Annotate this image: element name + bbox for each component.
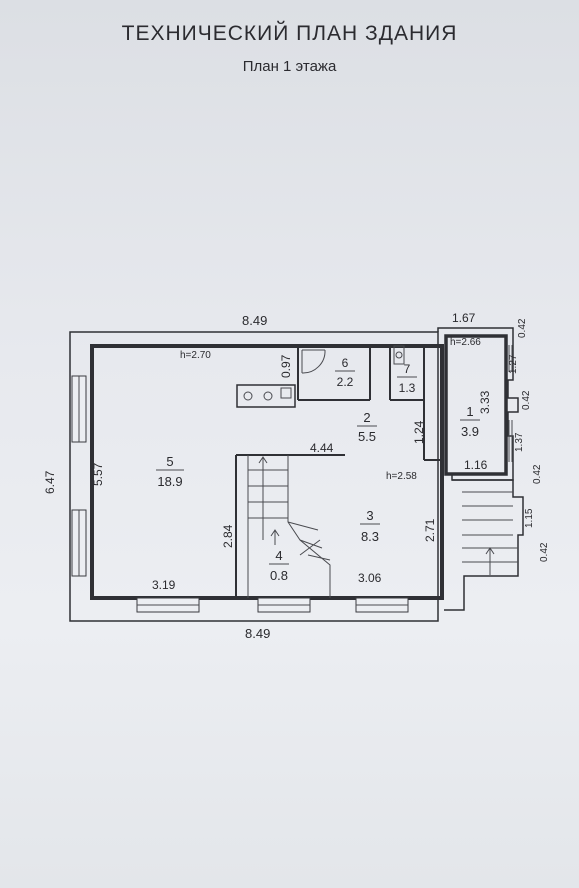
dim-corridor-right: 1.24 xyxy=(412,420,426,444)
room-4: 4 0.8 xyxy=(269,548,289,583)
wc-fixture-bowl xyxy=(395,351,403,359)
outer-wall xyxy=(69,331,439,622)
svg-text:1.3: 1.3 xyxy=(399,381,416,395)
stair-arrow xyxy=(299,539,321,556)
sink-fixture xyxy=(280,387,292,399)
porch-outline xyxy=(444,479,524,611)
svg-text:3: 3 xyxy=(366,508,373,523)
stair-step xyxy=(287,521,319,531)
svg-text:1: 1 xyxy=(466,404,473,419)
dim-wc-height: 0.97 xyxy=(279,354,293,378)
stove-burner xyxy=(243,391,253,401)
room-7: 7 1.3 xyxy=(397,362,417,395)
dim-bottom-width: 8.49 xyxy=(245,626,270,641)
svg-text:0.8: 0.8 xyxy=(270,568,288,583)
dim-bottom-right: 3.06 xyxy=(358,571,382,585)
svg-text:8.3: 8.3 xyxy=(361,529,379,544)
room-2: 2 5.5 xyxy=(357,410,377,444)
page-title: ТЕХНИЧЕСКИЙ ПЛАН ЗДАНИЯ xyxy=(121,22,458,45)
staircase-outline xyxy=(287,455,331,598)
dim-side: 0.42 xyxy=(521,390,532,410)
svg-text:18.9: 18.9 xyxy=(157,474,182,489)
dim-annex-room-height: 3.33 xyxy=(478,390,492,414)
room-3: 3 8.3 xyxy=(360,508,380,544)
dim-side: 1.15 xyxy=(524,508,535,528)
annex-outer-wall xyxy=(437,327,519,481)
svg-text:2: 2 xyxy=(363,410,370,425)
svg-text:6: 6 xyxy=(342,356,349,370)
dim-top-width: 8.49 xyxy=(242,313,267,328)
svg-text:3.9: 3.9 xyxy=(461,424,479,439)
page-subtitle: План 1 этажа xyxy=(242,58,337,75)
dim-side: 1.37 xyxy=(514,432,525,452)
wc-fixture xyxy=(393,345,405,365)
dim-annex-top: 1.67 xyxy=(452,311,476,325)
height-main: h=2.70 xyxy=(180,350,211,361)
dim-side: 1.27 xyxy=(508,354,519,374)
dim-annex-room-width: 1.16 xyxy=(464,458,488,472)
stair-step xyxy=(307,554,331,561)
svg-text:5: 5 xyxy=(166,454,173,469)
height-annex: h=2.66 xyxy=(450,337,481,348)
dim-bottom-left: 3.19 xyxy=(152,578,176,592)
porch-arrow-head xyxy=(485,547,495,555)
dim-side: 0.42 xyxy=(517,318,528,338)
door-swing xyxy=(301,349,326,374)
stair-arrow-head xyxy=(270,529,280,537)
stove-fixture xyxy=(236,384,296,408)
svg-text:5.5: 5.5 xyxy=(358,429,376,444)
stair-arrow-head xyxy=(258,456,268,464)
dim-room3-height: 2.71 xyxy=(423,518,437,542)
room-1: 1 3.9 xyxy=(460,404,480,439)
dim-hall-width: 4.44 xyxy=(310,441,334,455)
dim-stair-height: 2.84 xyxy=(221,524,235,548)
room-5: 5 18.9 xyxy=(156,454,184,489)
dim-side: 0.42 xyxy=(532,464,543,484)
svg-text:4: 4 xyxy=(275,548,282,563)
stair-step xyxy=(299,539,323,549)
svg-text:2.2: 2.2 xyxy=(337,375,354,389)
dim-side: 0.42 xyxy=(539,542,550,562)
dim-left-outer: 6.47 xyxy=(43,470,57,494)
dim-left-inner: 5.57 xyxy=(91,462,105,486)
svg-text:7: 7 xyxy=(404,362,411,376)
height-room3: h=2.58 xyxy=(386,471,417,482)
stove-burner xyxy=(263,391,273,401)
annex-room-wall xyxy=(444,334,508,476)
room-6: 6 2.2 xyxy=(335,356,355,389)
